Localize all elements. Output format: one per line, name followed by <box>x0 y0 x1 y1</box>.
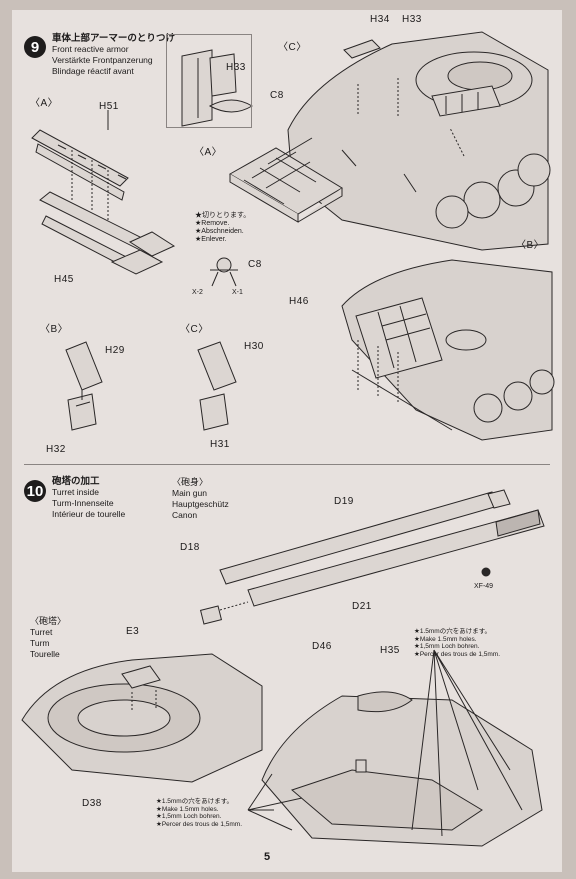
part-h29 <box>65 341 103 431</box>
holes-note-left-en: ★Make 1.5mm holes. <box>156 805 219 813</box>
inset-drawing <box>181 49 253 127</box>
remove-note: ★切りとります。 ★Remove. ★Abschneiden. ★Enlever… <box>195 212 250 244</box>
step-9-badge: 9 <box>24 36 46 58</box>
armor-block-a <box>228 137 343 223</box>
turret-caption: 〈砲塔〉 Turret Turm Tourelle <box>30 616 66 660</box>
part-h35-label: H35 <box>380 645 400 656</box>
part-d38-label: D38 <box>82 798 102 809</box>
holes-note-left: ★1.5mmの穴をあけます。 ★Make 1.5mm holes. ★1,5mm… <box>156 798 242 828</box>
part-c8-mid-label: C8 <box>248 259 262 270</box>
hull-upper <box>287 31 551 251</box>
main-gun-caption-jp: 〈砲身〉 <box>172 477 209 487</box>
instruction-page: 9 車体上部アーマーのとりつけ Front reactive armor Ver… <box>12 10 562 872</box>
step-10-title-en: Turret inside <box>52 487 99 497</box>
remove-note-jp: ★切りとります。 <box>195 212 251 219</box>
main-gun-jp-text: 砲身 <box>181 477 200 487</box>
step-9-title-jp: 車体上部アーマーのとりつけ <box>52 33 176 44</box>
view-label-c-top: 〈C〉 <box>278 42 307 53</box>
holes-note-left-fr: ★Percer des trous de 1,5mm. <box>156 820 243 828</box>
part-d46-label: D46 <box>312 641 332 652</box>
turret-caption-jp: 〈砲塔〉 <box>30 616 67 626</box>
inset-part-label: H33 <box>226 62 246 73</box>
step-9-title: 車体上部アーマーのとりつけ Front reactive armor Verst… <box>52 33 175 77</box>
holes-note-right-en: ★Make 1.5mm holes. <box>414 635 477 643</box>
view-label-a-left: 〈A〉 <box>30 98 59 109</box>
step-9-title-de: Verstärkte Frontpanzerung <box>52 55 153 65</box>
step-10-badge: 10 <box>24 480 46 502</box>
part-h32-label: H32 <box>46 444 66 455</box>
part-h29-label: H29 <box>105 345 125 356</box>
main-gun-caption-fr: Canon <box>172 510 198 520</box>
main-gun-caption-de: Hauptgeschütz <box>172 499 229 509</box>
remove-note-de: ★Abschneiden. <box>195 228 244 235</box>
main-gun <box>199 489 545 625</box>
sprue-x2-label: X-2 <box>192 289 203 296</box>
step-9-title-en: Front reactive armor <box>52 44 129 54</box>
step-divider <box>24 464 550 465</box>
part-e3-label: E3 <box>126 626 140 637</box>
part-h31-label: H31 <box>210 439 230 450</box>
holes-note-right-jp: ★1.5mmの穴をあけます。 <box>414 628 492 635</box>
main-gun-caption: 〈砲身〉 Main gun Hauptgeschütz Canon <box>172 477 229 521</box>
turret-d46 <box>261 691 543 847</box>
step-10-title-de: Turm-Innenseite <box>52 498 114 508</box>
holes-note-right: ★1.5mmの穴をあけます。 ★Make 1.5mm holes. ★1,5mm… <box>414 628 500 658</box>
turret-caption-de: Turm <box>30 638 50 648</box>
sprue-x1-label: X-1 <box>232 289 243 296</box>
part-h46-label: H46 <box>289 296 309 307</box>
view-b-right-letter: B <box>526 240 534 251</box>
step-10-title: 砲塔の加工 Turret inside Turm-Innenseite Inté… <box>52 476 125 520</box>
holes-note-right-de: ★1,5mm Loch bohren. <box>414 643 480 650</box>
step-9-title-fr: Blindage réactif avant <box>52 66 134 76</box>
part-d18-label: D18 <box>180 542 200 553</box>
part-h30-label: H30 <box>244 341 264 352</box>
page-number: 5 <box>264 851 271 863</box>
view-label-a-mid: 〈A〉 <box>194 147 223 158</box>
sprue-h51 <box>31 129 176 275</box>
hull-lower <box>341 259 555 441</box>
part-h30 <box>197 341 237 431</box>
holes-note-right-fr: ★Percer des trous de 1,5mm. <box>414 650 501 658</box>
remove-note-en: ★Remove. <box>195 220 230 227</box>
holes-note-left-de: ★1,5mm Loch bohren. <box>156 813 222 820</box>
view-a-left-letter: A <box>40 98 48 109</box>
step-10-title-jp: 砲塔の加工 <box>52 476 100 487</box>
view-a-mid-letter: A <box>204 147 212 158</box>
paint-xf49-label: XF-49 <box>474 583 494 590</box>
remove-note-fr: ★Enlever. <box>195 236 227 243</box>
turret-jp-text: 砲塔 <box>39 616 58 626</box>
view-label-b-lower: 〈B〉 <box>40 324 69 335</box>
step-10-title-fr: Intérieur de tourelle <box>52 509 126 519</box>
part-h33-label: H33 <box>402 14 422 25</box>
part-c8-top-label: C8 <box>270 90 284 101</box>
view-b-lower-letter: B <box>50 324 58 335</box>
turret-caption-en: Turret <box>30 627 53 637</box>
main-gun-caption-en: Main gun <box>172 488 207 498</box>
part-h34-label: H34 <box>370 14 390 25</box>
turret-caption-fr: Tourelle <box>30 649 60 659</box>
detail-inset <box>166 34 252 128</box>
part-h45-label: H45 <box>54 274 74 285</box>
view-c-top-letter: C <box>288 42 297 53</box>
part-d19-label: D19 <box>334 496 354 507</box>
view-label-c-lower: 〈C〉 <box>180 324 209 335</box>
assembly-drawings <box>21 31 555 847</box>
turret-d38 <box>21 653 263 783</box>
part-h51-label: H51 <box>99 101 119 112</box>
view-label-b-right: 〈B〉 <box>516 240 545 251</box>
view-c-lower-letter: C <box>190 324 199 335</box>
holes-note-left-jp: ★1.5mmの穴をあけます。 <box>156 798 234 805</box>
part-d21-label: D21 <box>352 601 372 612</box>
c8-sprue <box>210 257 238 287</box>
